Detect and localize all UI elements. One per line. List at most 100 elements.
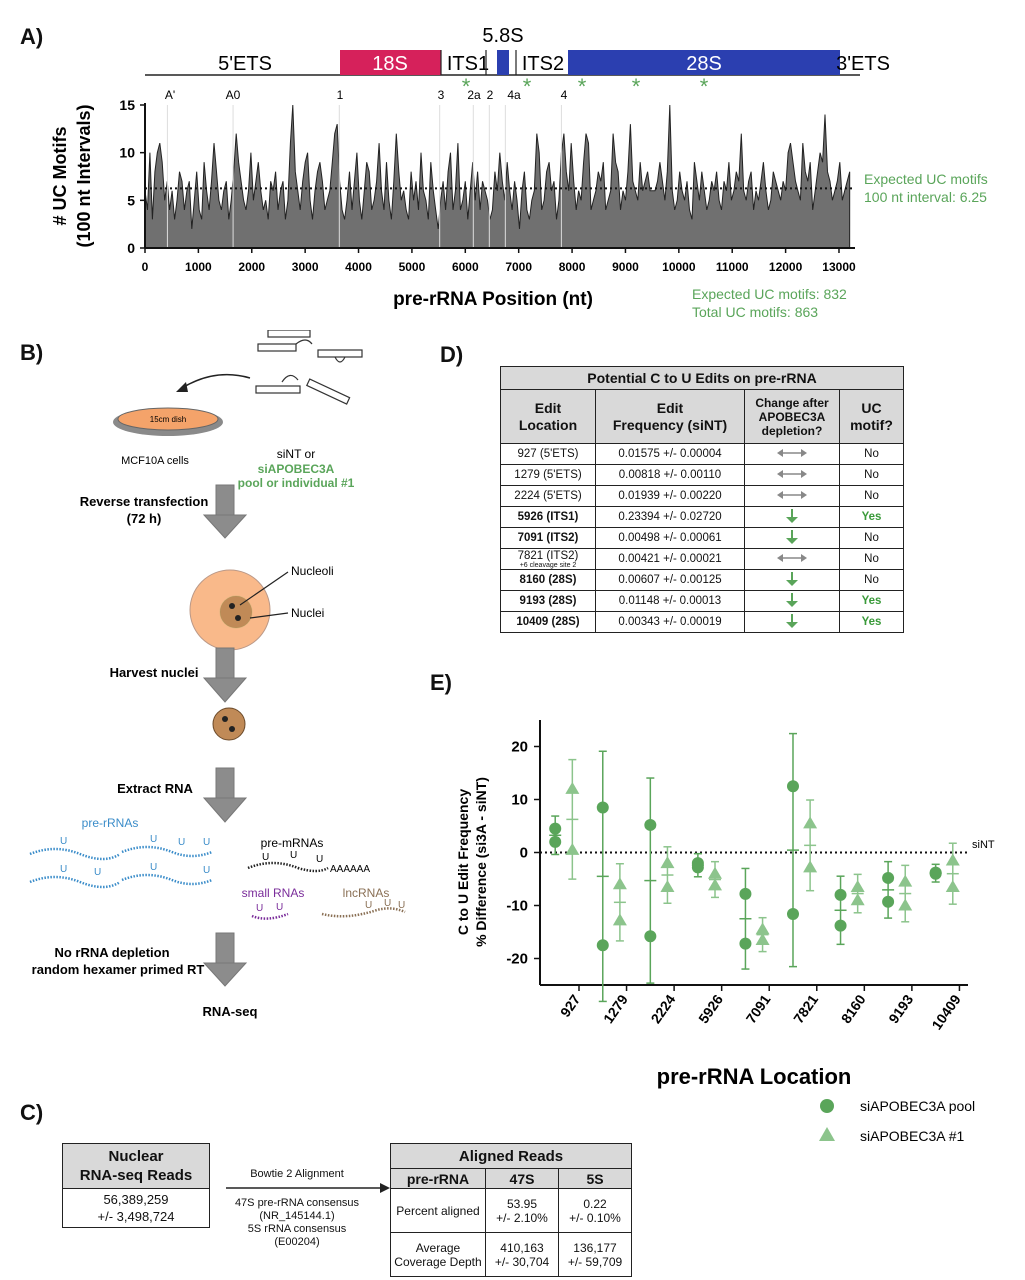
reference-info: 47S pre-rRNA consensus (NR_145144.1) 5S …	[234, 1197, 360, 1248]
site-4a: 4a	[507, 88, 521, 102]
lncrnas-label: lncRNAs	[343, 886, 390, 900]
y-tick-label: 15	[119, 97, 135, 113]
percent-aligned-label: Percent aligned	[390, 1188, 486, 1233]
region-its2: ITS2	[522, 53, 564, 75]
e-x-tick-label: 1279	[600, 991, 631, 1026]
data-point-circle	[596, 801, 609, 814]
totals-note-2: Total UC motifs: 863	[692, 304, 818, 320]
pre-mrnas-label: pre-mRNAs	[261, 836, 324, 850]
e-y-axis-label: C to U Edit Frequency	[455, 789, 471, 935]
svg-text:U: U	[398, 900, 405, 911]
x-axis-label: pre-rRNA Position (nt)	[393, 289, 593, 310]
e-x-tick-label: 5926	[695, 991, 726, 1026]
data-point-triangle	[945, 879, 960, 892]
x-tick-label: 2000	[238, 260, 265, 274]
double-arrow-icon	[777, 553, 807, 562]
data-point-triangle	[660, 879, 675, 892]
svg-text:U: U	[384, 898, 391, 909]
x-tick-label: 4000	[345, 260, 372, 274]
curved-arrow-icon	[181, 373, 251, 389]
svg-text:U: U	[150, 862, 157, 873]
totals-note-1: Expected UC motifs: 832	[692, 286, 847, 302]
cells-label: MCF10A cells	[121, 455, 189, 467]
x-tick-label: 7000	[505, 260, 532, 274]
panel-a-chart: 5'ETS 18S ITS1 5.8S ITS2 28S 3'ETS * * *…	[50, 25, 988, 320]
down-arrow-icon	[202, 484, 248, 539]
pre-rrna-icon	[29, 845, 213, 889]
data-point-triangle	[612, 913, 627, 926]
data-point-triangle	[565, 842, 580, 855]
svg-text:random hexamer primed RT: random hexamer primed RT	[32, 962, 205, 977]
e-x-tick-label: 7821	[790, 991, 821, 1026]
e-x-tick-label: 9193	[885, 991, 916, 1026]
pre-mrna-icon	[247, 861, 329, 873]
data-point-circle	[882, 895, 895, 908]
site-2a: 2a	[467, 88, 481, 102]
x-tick-label: 11000	[716, 260, 749, 274]
data-point-triangle	[755, 932, 770, 945]
asterisk-icon: *	[578, 74, 587, 99]
data-point-circle	[834, 919, 847, 932]
uc-motif-area	[144, 104, 851, 249]
region-3ets: 3'ETS	[836, 53, 890, 75]
lncrna-icon	[321, 907, 406, 918]
data-point-triangle	[803, 816, 818, 829]
down-arrow-icon	[202, 767, 248, 823]
step-rna-seq: RNA-seq	[203, 1004, 258, 1019]
svg-text:AAAAAA: AAAAAA	[330, 864, 370, 875]
down-arrow-icon	[786, 529, 798, 544]
svg-text:U: U	[276, 902, 283, 913]
sirna-label-2: siAPOBEC3A	[258, 462, 335, 476]
svg-text:(72 h): (72 h)	[127, 511, 162, 526]
legend-pool: siAPOBEC3A pool	[860, 1098, 975, 1114]
svg-text:U: U	[178, 837, 185, 848]
svg-text:U: U	[60, 864, 67, 875]
e-x-tick-label: 10409	[928, 991, 964, 1032]
site-1: 1	[337, 88, 344, 102]
asterisk-icon: *	[462, 74, 471, 99]
e-x-tick-label: 8160	[838, 991, 869, 1026]
double-arrow-icon	[777, 490, 807, 499]
x-tick-label: 9000	[612, 260, 639, 274]
data-point-triangle	[708, 878, 723, 891]
x-tick-label: 0	[142, 260, 149, 274]
panel-e-chart: C to U Edit Frequency % Difference (si3A…	[455, 720, 995, 1144]
data-point-triangle	[803, 860, 818, 873]
small-rnas-label: small RNAs	[242, 886, 305, 900]
region-5-8s: 5.8S	[482, 25, 523, 47]
data-point-circle	[786, 907, 799, 920]
svg-text:U: U	[150, 834, 157, 845]
expected-note-2: 100 nt interval: 6.25	[864, 189, 987, 205]
site-a-prime: A'	[165, 88, 175, 102]
data-point-circle	[739, 887, 752, 900]
y-tick-label: 0	[127, 240, 135, 256]
y-tick-label: 5	[127, 192, 135, 208]
e-y-tick-label: -10	[506, 898, 528, 915]
svg-text:U: U	[256, 903, 263, 914]
reads-value: 56,389,259	[103, 1192, 169, 1207]
y-axis-label-2: (100 nt Intervals)	[74, 104, 94, 247]
asterisk-icon: *	[632, 74, 641, 99]
region-its1: ITS1	[447, 53, 489, 75]
data-point-circle	[929, 867, 942, 880]
double-arrow-icon	[777, 469, 807, 478]
down-arrow-icon	[786, 613, 798, 628]
region-28s-box	[568, 50, 840, 75]
site-4: 4	[561, 88, 568, 102]
asterisk-icon: *	[523, 74, 532, 99]
e-x-tick-label: 927	[557, 991, 584, 1019]
aligned-reads-table: Aligned Reads pre-rRNA 47S 5S Percent al…	[390, 1143, 632, 1277]
svg-text:U: U	[365, 900, 372, 911]
nucleus-icon	[212, 707, 246, 741]
e-y-tick-label: -20	[506, 951, 528, 968]
svg-text:U: U	[290, 850, 297, 861]
panel-a-label: A)	[20, 24, 44, 49]
e-x-axis-label: pre-rRNA Location	[657, 1064, 852, 1089]
svg-text:U: U	[60, 836, 67, 847]
